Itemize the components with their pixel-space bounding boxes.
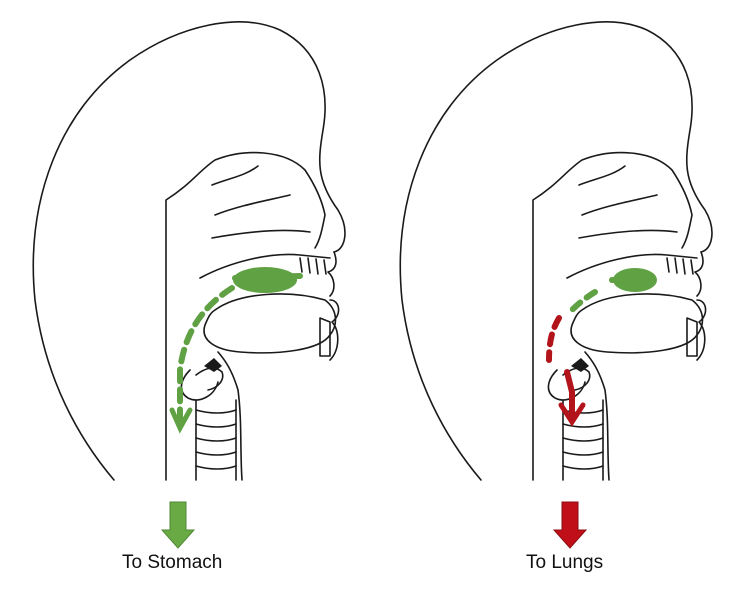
down-arrow-icon-left: [160, 501, 196, 549]
caption-to-lungs: To Lungs: [526, 552, 604, 573]
bolus-path-left: [177, 285, 235, 428]
green-dashes-right: [569, 289, 598, 313]
panel-left: [32, 21, 346, 549]
food-bolus-tail-left: [232, 273, 303, 281]
path-arrowhead-left: [169, 407, 193, 434]
path-arrowhead-right: [558, 402, 586, 427]
food-bolus-tail-right: [609, 275, 655, 283]
airway-path-right: [564, 369, 575, 421]
head-profile-outline-right: [399, 21, 713, 481]
bolus-path-right: [546, 315, 562, 363]
panel-right: [399, 21, 713, 549]
down-arrow-icon-right: [552, 501, 588, 549]
caption-to-stomach: To Stomach: [122, 552, 223, 573]
